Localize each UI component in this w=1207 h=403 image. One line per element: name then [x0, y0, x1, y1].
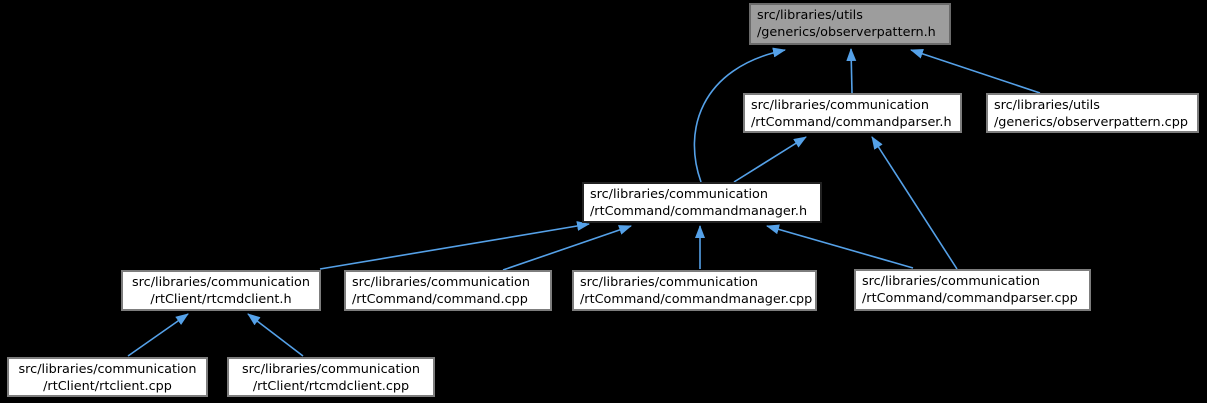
edge-commandparser-h-to-observerpattern-h: [846, 48, 857, 94]
node-label-line1: src/libraries/communication: [751, 98, 929, 113]
node-label-line1: src/libraries/communication: [862, 274, 1040, 289]
graph-node-commandmanager-cpp[interactable]: src/libraries/communication /rtCommand/c…: [572, 270, 817, 311]
node-label-line2: /rtClient/rtcmdclient.h: [150, 292, 292, 307]
node-label-line2: /rtCommand/command.cpp: [352, 292, 528, 307]
graph-node-commandparser-h[interactable]: src/libraries/communication /rtCommand/c…: [743, 93, 962, 133]
node-label-line1: src/libraries/utils: [994, 98, 1100, 113]
graph-node-rtcmdclient-h[interactable]: src/libraries/communication /rtClient/rt…: [121, 270, 321, 311]
edge-commandmanager-h-to-observerpattern-h: [693, 47, 786, 183]
graph-node-command-cpp[interactable]: src/libraries/communication /rtCommand/c…: [344, 270, 552, 311]
graph-node-rtclient-cpp[interactable]: src/libraries/communication /rtClient/rt…: [7, 357, 208, 397]
graph-node-observerpattern-cpp[interactable]: src/libraries/utils /generics/observerpa…: [986, 93, 1199, 133]
edge-commandmanager-h-to-commandparser-h: [733, 136, 807, 183]
node-label-line1: src/libraries/communication: [352, 275, 530, 290]
node-label-line1: src/libraries/communication: [580, 275, 758, 290]
edge-command-cpp-to-commandmanager-h: [502, 225, 632, 271]
graph-node-commandmanager-h[interactable]: src/libraries/communication /rtCommand/c…: [582, 182, 822, 223]
edge-observerpattern-cpp-to-observerpattern-h: [910, 49, 1041, 94]
node-label-line1: src/libraries/utils: [757, 8, 863, 23]
node-label-line1: src/libraries/communication: [242, 362, 420, 377]
node-label-line1: src/libraries/communication: [132, 275, 310, 290]
node-label-line1: src/libraries/communication: [18, 362, 197, 377]
node-label-line2: /generics/observerpattern.cpp: [994, 115, 1188, 130]
node-label-line2: /rtClient/rtclient.cpp: [43, 379, 172, 394]
edge-rtcmdclient-h-to-commandmanager-h: [319, 221, 590, 270]
edge-commandparser-cpp-to-commandparser-h: [871, 136, 958, 270]
node-label-line2: /rtCommand/commandmanager.cpp: [580, 292, 813, 307]
node-label-line2: /generics/observerpattern.h: [757, 25, 936, 40]
graph-node-commandparser-cpp[interactable]: src/libraries/communication /rtCommand/c…: [854, 269, 1091, 311]
edge-rtclient-cpp-to-rtcmdclient-h: [127, 313, 189, 357]
node-label-line2: /rtCommand/commandparser.h: [751, 115, 952, 130]
node-label-line1: src/libraries/communication: [590, 187, 768, 202]
node-label-line2: /rtCommand/commandparser.cpp: [862, 291, 1078, 306]
edge-rtcmdclient-cpp-to-rtcmdclient-h: [247, 313, 304, 357]
node-label-line2: /rtClient/rtcmdclient.cpp: [252, 379, 410, 394]
node-label-line2: /rtCommand/commandmanager.h: [590, 204, 808, 219]
edge-commandparser-cpp-to-commandmanager-h: [766, 224, 914, 269]
graph-node-observerpattern-h[interactable]: src/libraries/utils /generics/observerpa…: [749, 3, 951, 45]
graph-node-rtcmdclient-cpp[interactable]: src/libraries/communication /rtClient/rt…: [227, 357, 435, 397]
